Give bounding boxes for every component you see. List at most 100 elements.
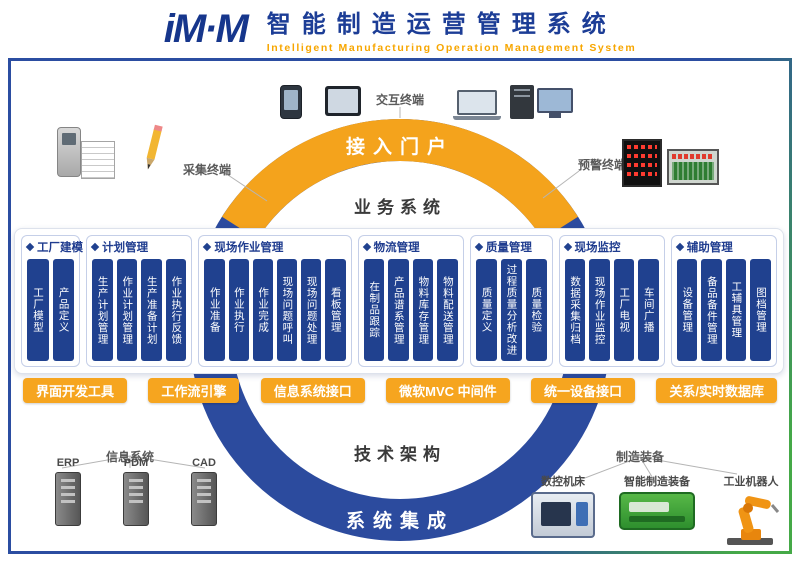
middleware-button: 界面开发工具 [23, 377, 128, 403]
module-bar: 作业计划管理 [116, 259, 138, 361]
module-group-bullet-icon [474, 242, 484, 252]
module-bars: 质量定义过程质量分析改进质量检验 [475, 259, 547, 361]
module-bar: 作业执行反馈 [165, 259, 187, 361]
middleware-button: 关系/实时数据库 [656, 377, 777, 403]
info-system-item: CAD [177, 457, 231, 526]
module-group-bullet-icon [563, 242, 572, 252]
module-group: 现场监控数据采集归档现场作业监控工厂电视车间广播 [558, 235, 665, 367]
robot-icon [727, 496, 780, 545]
module-bar: 物料配送管理 [437, 259, 458, 361]
module-group-title-text: 现场监控 [574, 242, 621, 254]
module-bar: 备品备件管理 [701, 259, 722, 361]
diagram-canvas: 接入门户 系统集成 业务系统 技术架构 交互终端 采集终端 预警终端 工厂建模工… [8, 58, 792, 554]
robot-label: 工业机器人 [723, 476, 779, 488]
integration-bottom-label: 系统集成 [346, 509, 454, 532]
info-system-label: ERP [56, 457, 80, 469]
cnc-machine-icon [531, 492, 595, 538]
led-board-icon [667, 149, 719, 185]
server-icon [123, 472, 149, 526]
info-system-item: ERP [41, 457, 95, 526]
module-group-title-text: 质量管理 [485, 242, 532, 254]
module-group-title: 现场作业管理 [203, 239, 345, 255]
module-bar: 工厂电视 [613, 259, 635, 361]
pencil-icon [139, 123, 167, 180]
monitor-icon [537, 88, 573, 118]
info-system-item: PDM [109, 457, 163, 526]
module-group-bullet-icon [90, 242, 100, 252]
module-bar: 现场问题呼叫 [276, 259, 298, 361]
module-bar: 图档管理 [750, 259, 772, 361]
middleware-button: 微软MVC 中间件 [386, 377, 510, 403]
page-subtitle: Intelligent Manufacturing Operation Mana… [266, 42, 637, 54]
portal-arc [221, 119, 579, 240]
module-bars: 在制品跟踪产品谱系管理物料库存管理物料配送管理 [363, 259, 458, 361]
module-group-title: 现场监控 [563, 239, 659, 255]
module-group: 计划管理生产计划管理作业计划管理生产准备计划作业执行反馈 [86, 235, 193, 367]
module-bar: 质量检验 [525, 259, 547, 361]
alert-terminal-label: 预警终端 [577, 158, 626, 172]
module-bar: 在制品跟踪 [363, 259, 385, 361]
module-bar: 工厂模型 [27, 259, 49, 361]
business-system-label: 业务系统 [354, 197, 446, 217]
equipment-label: 制造装备 [615, 450, 664, 464]
equipment-group: 数控机床 智能制造装备 工业机器人 [531, 473, 783, 546]
cnc-label: 数控机床 [541, 476, 585, 488]
module-group-title: 工厂建模 [25, 239, 83, 255]
info-systems-group: ERP PDM CAD [41, 457, 231, 526]
module-group-title-text: 现场作业管理 [214, 242, 284, 254]
tablet-icon [325, 86, 361, 116]
module-group: 物流管理在制品跟踪产品谱系管理物料库存管理物料配送管理 [357, 235, 464, 367]
tech-architecture-label: 技术架构 [354, 444, 446, 464]
module-bar: 作业准备 [204, 259, 225, 361]
module-bar: 质量定义 [475, 259, 497, 361]
server-icon [191, 472, 217, 526]
module-bar: 作业完成 [252, 259, 273, 361]
module-bars: 生产计划管理作业计划管理生产准备计划作业执行反馈 [92, 259, 187, 361]
handheld-terminal-icon [280, 85, 302, 119]
business-modules-panel: 工厂建模工厂模型产品定义计划管理生产计划管理作业计划管理生产准备计划作业执行反馈… [14, 228, 784, 374]
info-system-label: CAD [192, 457, 216, 469]
module-group-bullet-icon [675, 242, 685, 252]
module-group-title-text: 物流管理 [373, 242, 420, 254]
led-display-icon [622, 139, 662, 187]
module-bar: 生产计划管理 [92, 259, 113, 361]
collect-terminal-label: 采集终端 [182, 163, 231, 177]
module-group: 现场作业管理作业准备作业执行作业完成现场问题呼叫现场问题处理看板管理 [198, 235, 352, 367]
module-bar: 过程质量分析改进 [500, 259, 522, 361]
module-group-title-text: 辅助管理 [686, 242, 733, 254]
smart-equipment-label: 智能制造装备 [624, 476, 690, 488]
module-bar: 设备管理 [676, 259, 698, 361]
portal-top-label: 接入门户 [346, 135, 454, 158]
barcode-scanner-icon [57, 127, 81, 177]
info-systems-label: 信息系统 [105, 450, 154, 464]
module-bars: 工厂模型产品定义 [27, 259, 75, 361]
module-group-title: 质量管理 [474, 239, 547, 255]
desktop-pc-icon [510, 85, 534, 119]
module-bar: 产品谱系管理 [388, 259, 409, 361]
module-group-bullet-icon [203, 242, 212, 252]
module-group-title-text: 计划管理 [102, 242, 149, 254]
module-group-title-text: 工厂建模 [37, 242, 83, 254]
module-bar: 现场问题处理 [301, 259, 322, 361]
module-bar: 看板管理 [325, 259, 346, 361]
brand-logo: iM·M [163, 6, 249, 51]
module-bar: 作业执行 [228, 259, 249, 361]
module-group: 工厂建模工厂模型产品定义 [21, 235, 83, 367]
module-group-title: 辅助管理 [675, 239, 771, 255]
module-bars: 作业准备作业执行作业完成现场问题呼叫现场问题处理看板管理 [204, 259, 346, 361]
equipment-item: 数控机床 [531, 473, 595, 538]
equipment-item: 智能制造装备 [619, 473, 695, 530]
module-group: 辅助管理设备管理备品备件管理工辅具管理图档管理 [670, 235, 777, 367]
documents-icon [81, 141, 115, 179]
module-group: 质量管理质量定义过程质量分析改进质量检验 [469, 235, 553, 367]
equipment-item: 工业机器人 [719, 473, 783, 546]
module-bars: 设备管理备品备件管理工辅具管理图档管理 [676, 259, 772, 361]
page-title: 智能制造运营管理系统 [266, 11, 617, 38]
module-bar: 现场作业监控 [589, 259, 610, 361]
connector-lines [61, 107, 738, 486]
module-group-title: 物流管理 [362, 239, 458, 255]
middleware-button: 统一设备接口 [531, 377, 636, 403]
page-header: iM·M 智能制造运营管理系统 Intelligent Manufacturin… [0, 2, 800, 56]
module-bar: 数据采集归档 [564, 259, 586, 361]
module-bars: 数据采集归档现场作业监控工厂电视车间广播 [564, 259, 659, 361]
